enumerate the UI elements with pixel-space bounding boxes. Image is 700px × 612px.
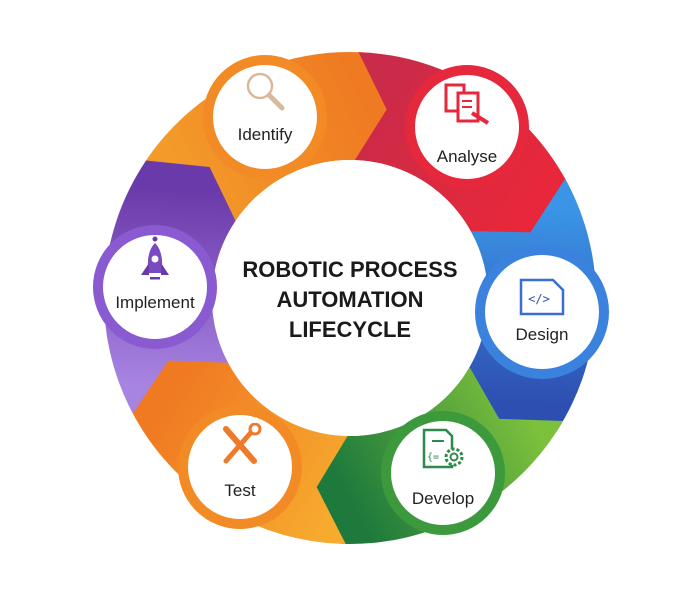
svg-text:{=: {= [427, 452, 439, 463]
rocket-icon [141, 236, 169, 280]
stage-test: Test [178, 405, 302, 529]
title-line-3: LIFECYCLE [288, 317, 412, 342]
stage-implement: Implement [93, 225, 217, 349]
documents-icon [444, 83, 490, 125]
stage-identify: Identify [203, 55, 327, 179]
code-gear-icon: {= [422, 428, 464, 469]
stage-label: Develop [411, 489, 475, 508]
stage-label: Implement [115, 293, 195, 312]
svg-text:</>: </> [528, 292, 550, 306]
code-file-icon: </> [519, 278, 565, 316]
stage-label: Test [224, 481, 256, 500]
title-line-2: AUTOMATION [276, 287, 424, 312]
stage-develop: {= Develop [381, 411, 505, 535]
stage-analyse: Analyse [405, 65, 529, 189]
stage-label: Design [515, 325, 569, 344]
tools-icon [223, 423, 262, 464]
stage-label: Analyse [436, 147, 498, 166]
center-circle [212, 160, 488, 436]
diagram-title: ROBOTIC PROCESS AUTOMATION LIFECYCLE [215, 255, 485, 345]
stage-label: Identify [237, 125, 293, 144]
title-line-1: ROBOTIC PROCESS [242, 257, 458, 282]
magnifier-icon [246, 72, 285, 111]
stage-design: </> Design [475, 245, 609, 379]
